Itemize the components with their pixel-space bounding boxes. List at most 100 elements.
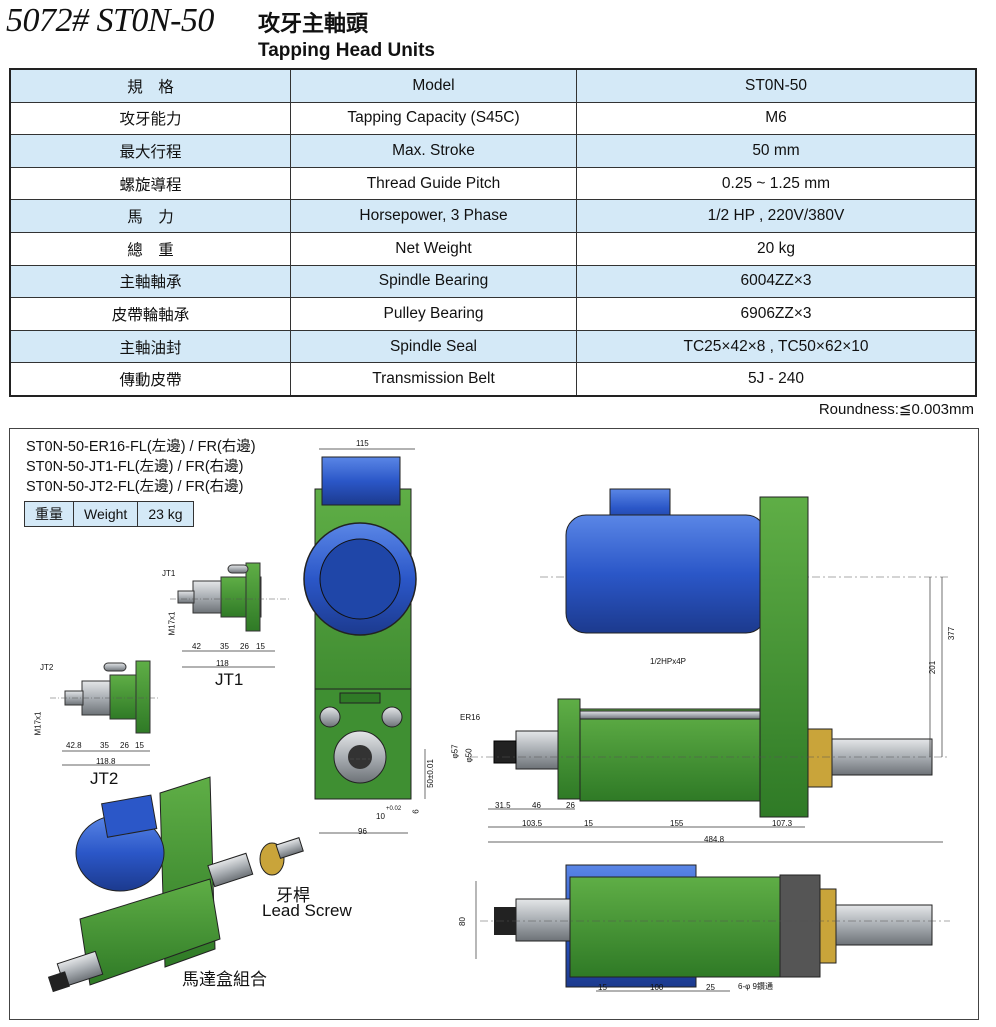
spec-label-en: Spindle Seal xyxy=(290,329,577,364)
spec-label-en: Net Weight xyxy=(290,231,577,266)
front-slot-tol: +0.02 xyxy=(386,806,402,812)
technical-drawing xyxy=(47,448,950,993)
front-height-dim: 50±0.01 xyxy=(425,759,435,788)
collet-label: ER16 xyxy=(460,713,481,722)
side-base-dim: 107.3 xyxy=(772,819,793,828)
weight-table: 重量 Weight 23 kg xyxy=(24,501,194,527)
side-base-dim: 15 xyxy=(584,819,593,828)
title-chinese: 攻牙主軸頭 xyxy=(258,12,369,37)
weight-label-en: Weight xyxy=(72,501,139,527)
diameter-50: φ50 xyxy=(464,748,474,763)
jt2-label: JT2 xyxy=(90,769,119,788)
spec-value: 6004ZZ×3 xyxy=(576,264,977,299)
spec-label-cn: 最大行程 xyxy=(9,134,291,168)
front-view-drawing xyxy=(303,448,426,834)
weight-label-cn: 重量 xyxy=(24,501,74,527)
side-total-dim: 484.8 xyxy=(704,835,725,844)
jt1-drawing xyxy=(170,562,290,668)
drawing-panel: ST0N-50-ER16-FL(左邊) / FR(右邊) ST0N-50-JT1… xyxy=(9,428,979,1020)
front-slot-dim: 10 xyxy=(376,812,385,821)
jt2-dim: 35 xyxy=(100,741,109,750)
variant-item: ST0N-50-JT1-FL(左邊) / FR(右邊) xyxy=(26,459,244,475)
spec-value: 6906ZZ×3 xyxy=(576,297,977,331)
spec-label-en: Pulley Bearing xyxy=(290,297,577,331)
weight-value: 23 kg xyxy=(137,501,194,527)
spec-label-en: Model xyxy=(290,68,577,103)
spec-value: 5J - 240 xyxy=(576,362,977,397)
roundness-note: Roundness:≦0.003mm xyxy=(818,401,974,418)
spec-label-en: Tapping Capacity (S45C) xyxy=(290,101,577,136)
spec-label-en: Transmission Belt xyxy=(290,362,577,397)
front-base-dim: 96 xyxy=(358,827,367,836)
side-view-drawing xyxy=(470,488,950,843)
model-number: 5072# ST0N-50 xyxy=(6,2,214,39)
side-base-dim: 155 xyxy=(670,819,684,828)
spec-label-cn: 螺旋導程 xyxy=(9,166,291,201)
spec-label-en: Horsepower, 3 Phase xyxy=(290,199,577,233)
jt1-dim: 15 xyxy=(256,642,265,651)
spec-label-cn: 皮帶輪軸承 xyxy=(9,297,291,331)
spec-label-cn: 主軸軸承 xyxy=(9,264,291,299)
jt1-thread-label: M17x1 xyxy=(167,611,177,636)
top-view-drawing xyxy=(475,864,950,992)
spec-label-en: Spindle Bearing xyxy=(290,264,577,299)
top-dim: 25 xyxy=(706,983,715,992)
top-dim: 15 xyxy=(598,983,607,992)
assembly-illustration xyxy=(47,776,304,993)
motor-note: 1/2HPx4P xyxy=(650,657,687,666)
jt2-tag: JT2 xyxy=(40,663,54,672)
spec-value: 50 mm xyxy=(576,134,977,168)
front-offset-dim: 6 xyxy=(411,809,421,814)
jt1-total: 118 xyxy=(216,659,229,668)
top-width-dim: 80 xyxy=(457,917,467,926)
jt1-dim: 42 xyxy=(192,642,201,651)
variant-list: ST0N-50-ER16-FL(左邊) / FR(右邊) ST0N-50-JT1… xyxy=(26,437,256,497)
jt1-label: JT1 xyxy=(215,670,244,689)
motor-box-label: 馬達盒組合 xyxy=(182,970,267,989)
jt2-drawing xyxy=(50,660,160,766)
jt1-dim: 35 xyxy=(220,642,229,651)
lead-screw-en: Lead Screw xyxy=(262,901,352,920)
jt2-dim: 15 xyxy=(135,741,144,750)
lead-screw-cn: 牙桿 xyxy=(276,886,310,905)
spec-label-en: Max. Stroke xyxy=(290,134,577,168)
side-base-dim: 103.5 xyxy=(522,819,543,828)
spec-value: M6 xyxy=(576,101,977,136)
spec-label-cn: 規 格 xyxy=(9,68,291,103)
spec-label-cn: 主軸油封 xyxy=(9,329,291,364)
spec-value: 0.25 ~ 1.25 mm xyxy=(576,166,977,201)
side-dim: 31.5 xyxy=(495,801,511,810)
spec-value: 1/2 HP , 220V/380V xyxy=(576,199,977,233)
diameter-57: φ57 xyxy=(450,744,460,759)
spec-label-cn: 傳動皮帶 xyxy=(9,362,291,397)
spec-value: TC25×42×8 , TC50×62×10 xyxy=(576,329,977,364)
side-dim: 26 xyxy=(566,801,575,810)
spec-label-cn: 總 重 xyxy=(9,231,291,266)
spec-value: 20 kg xyxy=(576,231,977,266)
side-dim: 46 xyxy=(532,801,541,810)
variant-item: ST0N-50-JT2-FL(左邊) / FR(右邊) xyxy=(26,479,244,495)
spec-value: ST0N-50 xyxy=(576,68,977,103)
spec-label-cn: 馬 力 xyxy=(9,199,291,233)
title-english: Tapping Head Units xyxy=(258,40,435,61)
jt1-dim: 26 xyxy=(240,642,249,651)
jt2-total: 118.8 xyxy=(96,757,116,766)
spec-label-cn: 攻牙能力 xyxy=(9,101,291,136)
variant-item: ST0N-50-ER16-FL(左邊) / FR(右邊) xyxy=(26,439,256,455)
jt1-tag: JT1 xyxy=(162,569,176,578)
jt2-thread-label: M17x1 xyxy=(33,711,43,736)
front-width-dim: 115 xyxy=(356,439,369,448)
height-377: 377 xyxy=(947,626,957,641)
jt2-dim: 42.8 xyxy=(66,741,82,750)
spec-label-en: Thread Guide Pitch xyxy=(290,166,577,201)
height-201: 201 xyxy=(928,660,938,675)
